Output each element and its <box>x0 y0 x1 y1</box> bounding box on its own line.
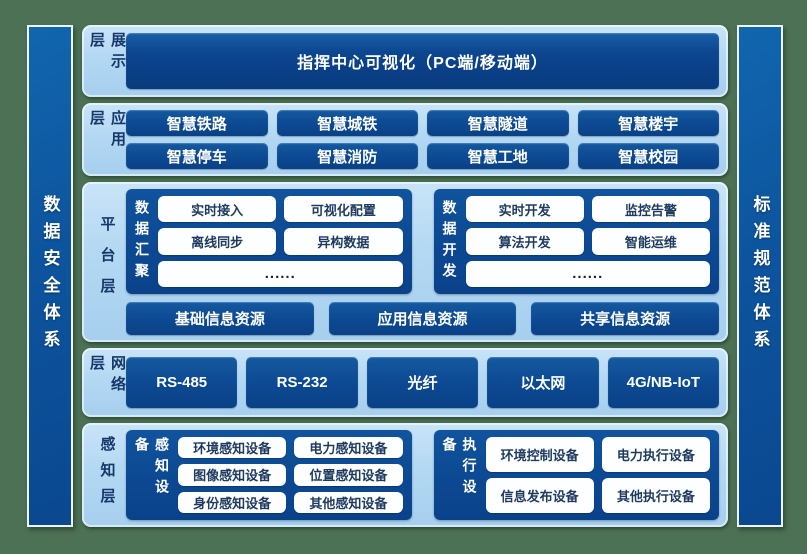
app-block-smart-fire: 智慧消防 <box>276 143 418 169</box>
network-block-rs485: RS-485 <box>126 357 238 408</box>
actuator-devices-group: 执行设备 环境控制设备 电力执行设备 信息发布设备 其他执行设备 <box>433 430 719 520</box>
app-block-smart-site: 智慧工地 <box>427 143 569 169</box>
data-development-more: ...... <box>465 260 710 287</box>
layer-stack: 展示层 指挥中心可视化（PC端/移动端） 应用层 智慧铁路 智慧城铁 智慧隧道 … <box>82 25 728 527</box>
layer-display: 展示层 指挥中心可视化（PC端/移动端） <box>82 25 728 97</box>
layer-perception: 感知层 感知设备 环境感知设备 电力感知设备 图像感知设备 位置感知设备 身份感… <box>82 423 728 527</box>
network-block-rs232: RS-232 <box>246 357 358 408</box>
data-security-sidebar: 数据安全体系 <box>27 25 73 527</box>
data-development-items: 实时开发 监控告警 算法开发 智能运维 ...... <box>465 196 710 287</box>
item-other-sensing: 其他感知设备 <box>294 491 403 513</box>
application-info-resource-block: 应用信息资源 <box>328 302 517 335</box>
platform-content: 数据汇聚 实时接入 可视化配置 离线同步 异构数据 ...... 数据开发 实时… <box>126 189 719 335</box>
actuator-devices-label: 执行设备 <box>441 437 478 500</box>
item-realtime-dev: 实时开发 <box>465 196 584 223</box>
layer-display-label: 展示层 <box>88 32 126 74</box>
application-blocks: 智慧铁路 智慧城铁 智慧隧道 智慧楼宇 智慧停车 智慧消防 智慧工地 智慧校园 <box>126 110 719 169</box>
perception-groups: 感知设备 环境感知设备 电力感知设备 图像感知设备 位置感知设备 身份感知设备 … <box>126 430 719 520</box>
network-block-fiber: 光纤 <box>366 357 479 408</box>
shared-info-resource-block: 共享信息资源 <box>531 302 719 335</box>
item-power-actuator: 电力执行设备 <box>601 437 710 472</box>
item-env-sensing: 环境感知设备 <box>178 437 287 459</box>
item-realtime-access: 实时接入 <box>158 196 277 223</box>
network-blocks: RS-485 RS-232 光纤 以太网 4G/NB-IoT <box>126 355 720 410</box>
layer-application-label: 应用层 <box>88 110 126 152</box>
app-block-smart-parking: 智慧停车 <box>126 143 268 169</box>
item-power-sensing: 电力感知设备 <box>294 437 403 459</box>
app-block-smart-railway: 智慧铁路 <box>126 110 268 136</box>
data-aggregation-more: ...... <box>158 260 403 287</box>
layer-perception-label: 感知层 <box>98 436 116 514</box>
data-development-label: 数据开发 <box>441 199 458 284</box>
sensing-devices-label: 感知设备 <box>134 437 170 500</box>
layer-application: 应用层 智慧铁路 智慧城铁 智慧隧道 智慧楼宇 智慧停车 智慧消防 智慧工地 智… <box>82 103 728 176</box>
network-block-ethernet: 以太网 <box>487 357 599 408</box>
item-intelligent-ops: 智能运维 <box>591 228 710 255</box>
app-block-smart-building: 智慧楼宇 <box>577 110 719 136</box>
item-env-control: 环境控制设备 <box>485 437 594 472</box>
app-block-smart-tunnel: 智慧隧道 <box>427 110 569 136</box>
layer-platform: 平台层 数据汇聚 实时接入 可视化配置 离线同步 异构数据 ...... <box>82 182 728 342</box>
item-position-sensing: 位置感知设备 <box>294 464 403 486</box>
platform-groups: 数据汇聚 实时接入 可视化配置 离线同步 异构数据 ...... 数据开发 实时… <box>126 189 719 294</box>
item-info-publish: 信息发布设备 <box>485 478 594 513</box>
data-development-group: 数据开发 实时开发 监控告警 算法开发 智能运维 ...... <box>433 189 719 294</box>
layer-display-label-col: 展示层 <box>88 32 126 90</box>
basic-info-resource-block: 基础信息资源 <box>126 302 314 335</box>
layer-network: 网络层 RS-485 RS-232 光纤 以太网 4G/NB-IoT <box>82 348 728 417</box>
layer-platform-label-col: 平台层 <box>91 189 123 335</box>
item-offline-sync: 离线同步 <box>158 228 277 255</box>
item-image-sensing: 图像感知设备 <box>178 464 287 486</box>
app-block-smart-campus: 智慧校园 <box>577 143 719 169</box>
data-security-label: 数据安全体系 <box>40 195 60 357</box>
standards-label: 标准规范体系 <box>750 195 770 357</box>
data-aggregation-items: 实时接入 可视化配置 离线同步 异构数据 ...... <box>158 196 403 287</box>
layer-perception-label-col: 感知层 <box>91 430 123 520</box>
actuator-devices-items: 环境控制设备 电力执行设备 信息发布设备 其他执行设备 <box>485 437 710 513</box>
standards-sidebar: 标准规范体系 <box>737 25 783 527</box>
layer-network-label: 网络层 <box>88 355 126 397</box>
item-other-actuator: 其他执行设备 <box>601 478 710 513</box>
data-aggregation-label: 数据汇聚 <box>134 199 150 284</box>
information-resources-row: 基础信息资源 应用信息资源 共享信息资源 <box>126 302 719 335</box>
item-visual-config: 可视化配置 <box>284 196 403 223</box>
command-center-visualization-block: 指挥中心可视化（PC端/移动端） <box>126 33 719 89</box>
layer-platform-label: 平台层 <box>98 215 116 309</box>
network-block-4g-nbiot: 4G/NB-IoT <box>607 357 720 408</box>
app-block-smart-metro: 智慧城铁 <box>276 110 418 136</box>
item-identity-sensing: 身份感知设备 <box>178 491 287 513</box>
sensing-devices-items: 环境感知设备 电力感知设备 图像感知设备 位置感知设备 身份感知设备 其他感知设… <box>178 437 403 513</box>
layer-application-label-col: 应用层 <box>88 110 126 169</box>
sensing-devices-group: 感知设备 环境感知设备 电力感知设备 图像感知设备 位置感知设备 身份感知设备 … <box>126 430 412 520</box>
item-monitor-alert: 监控告警 <box>591 196 710 223</box>
data-aggregation-group: 数据汇聚 实时接入 可视化配置 离线同步 异构数据 ...... <box>126 189 412 294</box>
item-heterogeneous-data: 异构数据 <box>284 228 403 255</box>
layer-network-label-col: 网络层 <box>88 355 126 410</box>
item-algorithm-dev: 算法开发 <box>465 228 584 255</box>
